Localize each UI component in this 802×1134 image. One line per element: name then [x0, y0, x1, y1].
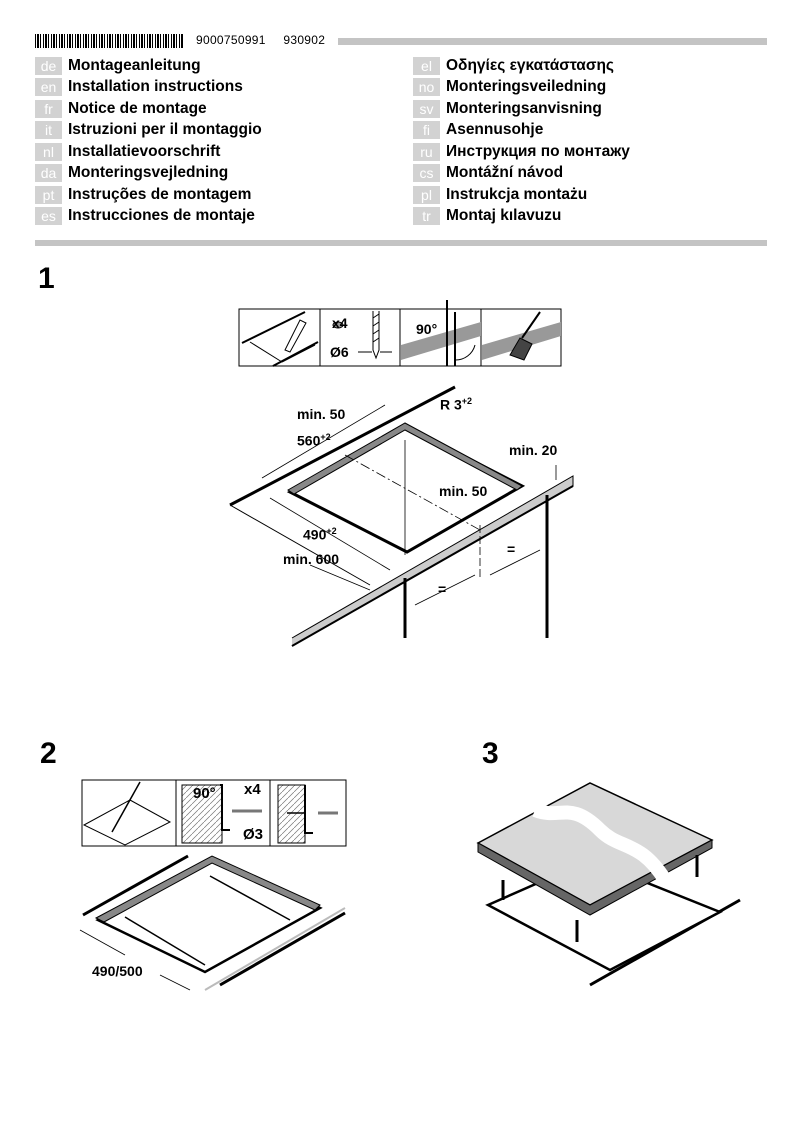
language-title: Monteringsvejledning [68, 164, 229, 181]
step-3-number: 3 [482, 737, 499, 770]
barcode [35, 34, 183, 48]
step-2-angle: 90° [193, 785, 216, 802]
step-2-diameter: Ø3 [243, 826, 264, 843]
step-2-number: 2 [40, 737, 57, 770]
language-row-it: it Istruzioni per il montaggio [35, 121, 262, 140]
language-row-ru: ru Инструкция по монтажу [413, 142, 630, 161]
saw-angle: 90° [416, 321, 438, 337]
depth-value: 490 [303, 526, 327, 543]
dim-radius: R 3+2 [440, 396, 472, 413]
radius-value: R 3 [440, 396, 462, 413]
language-title: Monteringsveiledning [446, 78, 607, 95]
language-code: nl [35, 142, 62, 161]
language-row-de: de Montageanleitung [35, 56, 201, 75]
language-title: Instrucciones de montaje [68, 207, 255, 224]
language-title: Installation instructions [68, 78, 243, 95]
header-divider [338, 38, 767, 45]
language-row-nl: nl Installatievoorschrift [35, 142, 220, 161]
step-1-number: 1 [38, 262, 55, 295]
step-2-screw-count: x4 [244, 781, 261, 798]
language-title: Instrukcja montażu [446, 185, 588, 203]
language-row-en: en Installation instructions [35, 78, 243, 97]
date-code: 930902 [283, 33, 326, 47]
language-code: pt [35, 185, 62, 204]
language-title: Monteringsanvisning [446, 99, 602, 117]
dim-490-500: 490/500 [92, 963, 143, 979]
language-code: it [35, 121, 62, 139]
language-code: no [413, 78, 440, 96]
language-title: Инструкция по монтажу [446, 142, 630, 160]
dim-min-20: min. 20 [509, 442, 558, 458]
language-code: de [35, 56, 62, 75]
depth-tolerance: +2 [326, 526, 337, 536]
language-code: es [35, 207, 62, 225]
width-tolerance: +2 [320, 432, 331, 442]
width-value: 560 [297, 432, 321, 449]
language-row-sv: sv Monteringsanvisning [413, 99, 602, 118]
article-number: 9000750991 [196, 33, 266, 47]
dim-min-50-right: min. 50 [439, 483, 488, 499]
dim-depth: 490+2 [303, 526, 337, 543]
language-row-pt: pt Instruções de montagem [35, 185, 251, 204]
language-row-pl: pl Instrukcja montażu [413, 185, 587, 204]
dim-equal-2: = [438, 581, 447, 597]
language-title: Notice de montage [68, 99, 207, 117]
language-row-cs: cs Montážní návod [413, 164, 563, 183]
language-code: fr [35, 99, 62, 118]
language-code: el [413, 56, 440, 75]
language-title: Montageanleitung [68, 56, 201, 74]
dim-min-600: min. 600 [283, 551, 340, 567]
language-title: Instruções de montagem [68, 185, 252, 203]
language-row-es: es Instrucciones de montaje [35, 207, 255, 226]
dim-width: 560+2 [297, 432, 331, 449]
dim-min-50-top: min. 50 [297, 406, 346, 422]
language-code: tr [413, 207, 440, 225]
language-code: ru [413, 142, 440, 161]
language-row-fi: fi Asennusohje [413, 121, 543, 140]
dim-equal-1: = [507, 541, 516, 557]
language-code: fi [413, 121, 440, 139]
section-divider [35, 240, 767, 246]
language-row-el: el Οδηγίες εγκατάστασης [413, 56, 614, 75]
language-title: Montážní návod [446, 164, 564, 181]
language-row-da: da Monteringsvejledning [35, 164, 228, 183]
language-row-fr: fr Notice de montage [35, 99, 207, 118]
radius-tolerance: +2 [461, 396, 473, 406]
language-title: Οδηγίες εγκατάστασης [446, 56, 614, 74]
language-code: pl [413, 185, 440, 204]
language-title: Istruzioni per il montaggio [68, 121, 262, 138]
language-title: Asennusohje [446, 121, 544, 138]
drill-diameter: Ø6 [330, 344, 349, 360]
language-title: Installatievoorschrift [68, 142, 221, 160]
language-row-no: no Monteringsveiledning [413, 78, 606, 97]
language-code: da [35, 164, 62, 182]
language-code: en [35, 78, 62, 96]
language-code: cs [413, 164, 440, 182]
barcode-numbers: 9000750991 930902 [196, 33, 339, 47]
language-code: sv [413, 99, 440, 118]
language-title: Montaj kılavuzu [446, 207, 562, 224]
language-row-tr: tr Montaj kılavuzu [413, 207, 561, 226]
screw-count: x4 [332, 315, 348, 331]
